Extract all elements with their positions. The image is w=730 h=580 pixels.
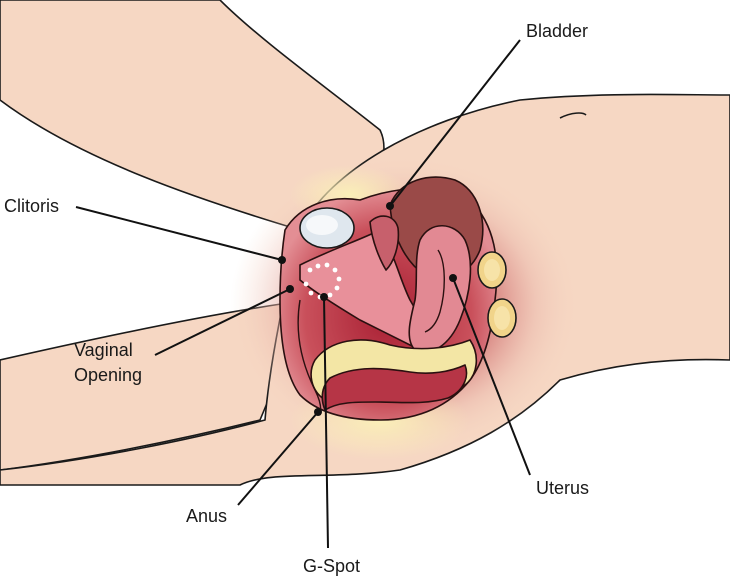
- ovary-lower-inner: [494, 306, 510, 330]
- marker-anus: [314, 408, 322, 416]
- skin-crease: [559, 112, 587, 119]
- leader-anus: [237, 411, 319, 506]
- label-bladder: Bladder: [526, 21, 588, 41]
- label-anus: Anus: [186, 506, 227, 526]
- ovary-upper-inner: [484, 259, 500, 281]
- marker-uterus: [449, 274, 457, 282]
- uterine-cavity: [424, 249, 445, 333]
- marker-vaginal-opening: [286, 285, 294, 293]
- leader-vaginal-opening: [154, 288, 291, 356]
- label-clitoris: Clitoris: [4, 196, 59, 216]
- bone-highlight: [306, 215, 338, 235]
- leader-uterus: [452, 277, 531, 476]
- leader-clitoris: [75, 206, 283, 261]
- marker-bladder: [386, 202, 394, 210]
- cervix-fold: [369, 215, 400, 271]
- leader-bladder: [389, 39, 521, 207]
- uterus-shape: [408, 225, 472, 354]
- leader-lines: [75, 39, 531, 549]
- label-g-spot: G-Spot: [303, 556, 360, 576]
- marker-clitoris: [278, 256, 286, 264]
- leader-g-spot: [323, 296, 329, 549]
- label-uterus: Uterus: [536, 478, 589, 498]
- label-vaginal-opening-line2: Opening: [74, 365, 142, 385]
- marker-g-spot: [320, 293, 328, 301]
- perineum-line: [297, 299, 322, 416]
- label-vaginal-opening-line1: Vaginal: [74, 340, 133, 360]
- g-spot-dots: [303, 262, 342, 300]
